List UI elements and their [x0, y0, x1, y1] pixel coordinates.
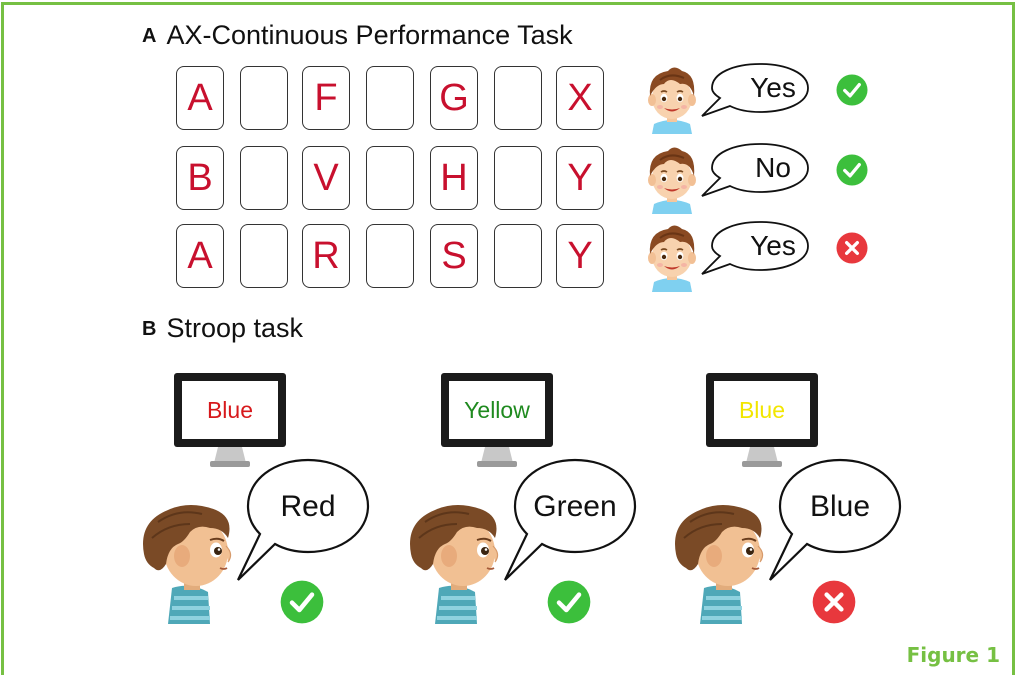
response-text: Yes: [750, 230, 796, 261]
blank-card: [240, 224, 288, 288]
section-b-title: B Stroop task: [142, 313, 303, 344]
speech-bubble: [700, 62, 816, 118]
response-text: Blue: [809, 490, 871, 523]
blank-card: [366, 66, 414, 130]
boy-face-icon: [640, 62, 704, 134]
boy-face-icon: [640, 142, 704, 214]
stimulus-word: Yellow: [464, 397, 530, 423]
section-b-title-text: Stroop task: [166, 313, 304, 343]
letter-card: Y: [556, 146, 604, 210]
x-circle-icon: [836, 232, 868, 264]
speech-bubble: [700, 220, 816, 276]
response-text: Yes: [750, 72, 796, 103]
check-circle-icon: [836, 74, 868, 106]
check-circle-icon: [547, 580, 591, 624]
blank-card: [494, 224, 542, 288]
monitor-icon: [174, 373, 286, 469]
boy-profile-icon: [670, 502, 774, 624]
response-text: Green: [533, 490, 617, 523]
blank-card: [494, 66, 542, 130]
letter-card: A: [176, 224, 224, 288]
speech-bubble: [700, 142, 816, 198]
response-text: No: [755, 152, 791, 183]
figure-label: Figure 1: [906, 643, 1000, 667]
speech-bubble: [230, 456, 374, 584]
blank-card: [366, 146, 414, 210]
boy-profile-icon: [405, 502, 509, 624]
speech-bubble: [762, 456, 906, 584]
section-a-letter: A: [142, 25, 157, 47]
speech-bubble: [497, 456, 641, 584]
letter-card: A: [176, 66, 224, 130]
stimulus-word: Blue: [738, 397, 786, 423]
boy-face-icon: [640, 220, 704, 292]
check-circle-icon: [836, 154, 868, 186]
section-a-title-text: AX-Continuous Performance Task: [166, 20, 573, 50]
section-a-title: A AX-Continuous Performance Task: [142, 20, 573, 51]
letter-card: F: [302, 66, 350, 130]
boy-profile-icon: [138, 502, 242, 624]
letter-card: V: [302, 146, 350, 210]
letter-card: Y: [556, 224, 604, 288]
blank-card: [366, 224, 414, 288]
letter-card: R: [302, 224, 350, 288]
letter-card: X: [556, 66, 604, 130]
monitor-icon: [706, 373, 818, 469]
stimulus-word: Blue: [206, 397, 254, 423]
x-circle-icon: [812, 580, 856, 624]
letter-card: S: [430, 224, 478, 288]
letter-card: H: [430, 146, 478, 210]
letter-card: G: [430, 66, 478, 130]
monitor-icon: [441, 373, 553, 469]
section-b-letter: B: [142, 318, 157, 340]
check-circle-icon: [280, 580, 324, 624]
blank-card: [240, 146, 288, 210]
blank-card: [494, 146, 542, 210]
response-text: Red: [280, 490, 336, 523]
blank-card: [240, 66, 288, 130]
letter-card: B: [176, 146, 224, 210]
